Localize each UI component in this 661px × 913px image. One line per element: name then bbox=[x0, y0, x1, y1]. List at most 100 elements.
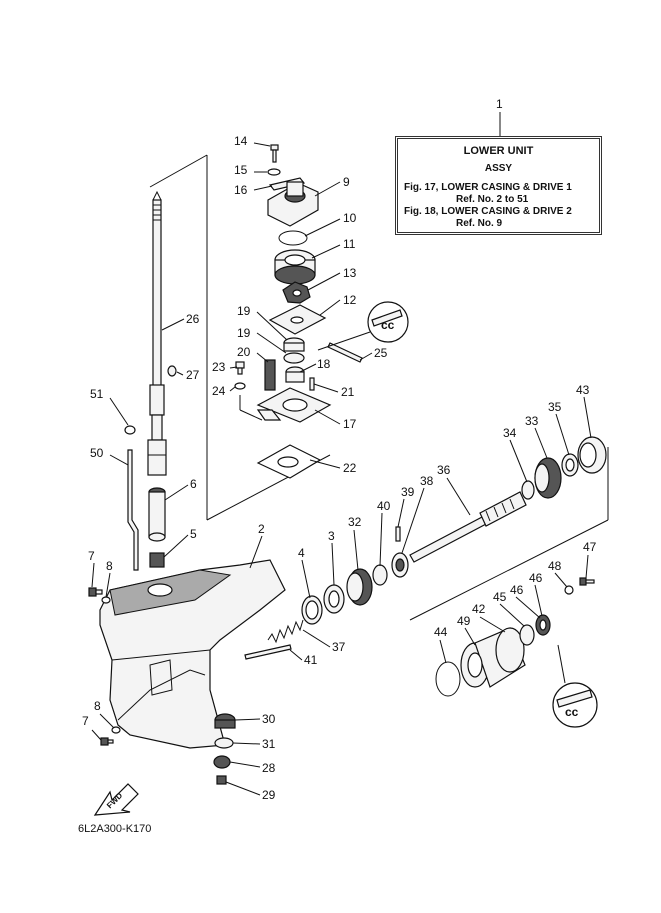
callout-label-51: 51 bbox=[90, 387, 104, 401]
callout-label-24: 24 bbox=[212, 384, 226, 398]
pump-housing-9 bbox=[267, 181, 319, 227]
bolt-47 bbox=[579, 577, 595, 586]
bushing-5 bbox=[149, 552, 165, 568]
leader-line-12 bbox=[319, 299, 341, 316]
grommet-27 bbox=[167, 365, 177, 377]
reverse-gear-33 bbox=[534, 457, 562, 499]
leader-line-9 bbox=[314, 181, 341, 197]
leader-line-14 bbox=[253, 142, 271, 147]
propeller-shaft bbox=[409, 491, 527, 563]
leader-line-44 bbox=[439, 639, 447, 664]
leader-line-32 bbox=[353, 529, 359, 571]
leader-line-34 bbox=[509, 439, 528, 483]
assembly-legend-box: LOWER UNIT ASSY Fig. 17, LOWER CASING & … bbox=[395, 136, 602, 235]
fwd-arrow-icon: FWD bbox=[93, 783, 139, 816]
callout-label-33: 33 bbox=[525, 414, 539, 428]
shim-4 bbox=[301, 595, 323, 625]
callout-label-41: 41 bbox=[304, 653, 318, 667]
leader-line-26 bbox=[161, 318, 185, 331]
impeller-13 bbox=[282, 281, 311, 304]
callout-label-47: 47 bbox=[583, 540, 597, 554]
bearing-38 bbox=[391, 552, 409, 578]
leader-line-37 bbox=[302, 629, 331, 648]
bearing-3 bbox=[323, 584, 345, 614]
clip-40 bbox=[372, 564, 388, 586]
shim-35 bbox=[561, 453, 579, 477]
leader-line-35 bbox=[555, 413, 570, 456]
callout-label-13: 13 bbox=[343, 266, 357, 280]
pump-case-17 bbox=[256, 387, 332, 423]
callout-label-18: 18 bbox=[317, 357, 331, 371]
leader-line-13 bbox=[307, 272, 341, 291]
seals-19 bbox=[283, 337, 305, 364]
leader-line-39 bbox=[397, 498, 405, 528]
driveshaft bbox=[147, 190, 167, 476]
nut-29 bbox=[216, 775, 227, 785]
leader-line-42 bbox=[479, 616, 506, 633]
housing-49 bbox=[460, 627, 526, 688]
callout-label-30: 30 bbox=[262, 712, 276, 726]
legend-title-line1: LOWER UNIT bbox=[463, 145, 534, 157]
leader-line-51 bbox=[109, 397, 129, 426]
leader-line-19b bbox=[256, 332, 287, 354]
callout-label-26: 26 bbox=[186, 312, 200, 326]
callout-label-21: 21 bbox=[341, 385, 355, 399]
callout-label-16: 16 bbox=[234, 183, 248, 197]
bolt-23 bbox=[235, 361, 245, 375]
callout-label-23: 23 bbox=[212, 360, 226, 374]
washer-24 bbox=[234, 382, 246, 390]
callout-label-9: 9 bbox=[343, 175, 350, 189]
oil-seals-46 bbox=[535, 614, 551, 636]
legend-title-line2: ASSY bbox=[484, 163, 513, 174]
svg-text:cc: cc bbox=[565, 705, 579, 719]
washer-48 bbox=[564, 585, 574, 595]
callout-label-19a: 19 bbox=[237, 304, 251, 318]
callout-label-6: 6 bbox=[190, 477, 197, 491]
leader-line-11 bbox=[311, 244, 341, 259]
callout-label-43: 43 bbox=[576, 383, 590, 397]
leader-line-43 bbox=[583, 396, 592, 439]
leader-line-18 bbox=[299, 363, 317, 373]
callout-label-7b: 7 bbox=[82, 714, 89, 728]
leader-line-6 bbox=[164, 484, 189, 501]
leader-line-16 bbox=[253, 185, 273, 191]
bolt-14 bbox=[270, 144, 279, 163]
oil-seal-18 bbox=[285, 366, 305, 383]
callout-label-44: 44 bbox=[434, 625, 448, 639]
leader-line-33 bbox=[534, 427, 548, 459]
grommet-30 bbox=[214, 713, 236, 729]
leader-line-41 bbox=[289, 649, 303, 661]
leader-line-50 bbox=[109, 454, 129, 466]
leader-line-31 bbox=[232, 742, 261, 745]
washer-31 bbox=[214, 737, 234, 749]
washer-8-upper bbox=[101, 596, 111, 604]
leader-line-2 bbox=[249, 535, 263, 569]
callout-label-28: 28 bbox=[262, 761, 276, 775]
leader-line-10 bbox=[304, 218, 341, 237]
leader-line-19a bbox=[256, 311, 288, 341]
leader-line-20 bbox=[256, 352, 269, 363]
callout-label-34: 34 bbox=[503, 426, 517, 440]
callout-label-29: 29 bbox=[262, 788, 276, 802]
legend-line-1: Fig. 17, LOWER CASING & DRIVE 1 bbox=[404, 182, 572, 193]
callout-label-2: 2 bbox=[258, 522, 265, 536]
leader-line-47 bbox=[585, 554, 589, 579]
callout-label-8b: 8 bbox=[94, 699, 101, 713]
callout-label-31: 31 bbox=[262, 737, 276, 751]
callout-label-42: 42 bbox=[472, 602, 486, 616]
collar-20 bbox=[264, 359, 276, 391]
callout-label-38: 38 bbox=[420, 474, 434, 488]
bolt-7-lower bbox=[100, 737, 114, 746]
callout-label-48: 48 bbox=[548, 559, 562, 573]
callout-label-17: 17 bbox=[343, 417, 357, 431]
spring-37 bbox=[267, 619, 304, 644]
insert-cartridge-11 bbox=[274, 249, 316, 285]
pin-21 bbox=[309, 377, 315, 391]
legend-line-4: Ref. No. 9 bbox=[456, 218, 503, 229]
callout-label-8a: 8 bbox=[106, 559, 113, 573]
ring-34 bbox=[521, 480, 535, 500]
leader-line-48 bbox=[554, 572, 568, 588]
leader-line-38 bbox=[401, 487, 425, 554]
bearing-43 bbox=[577, 436, 607, 474]
